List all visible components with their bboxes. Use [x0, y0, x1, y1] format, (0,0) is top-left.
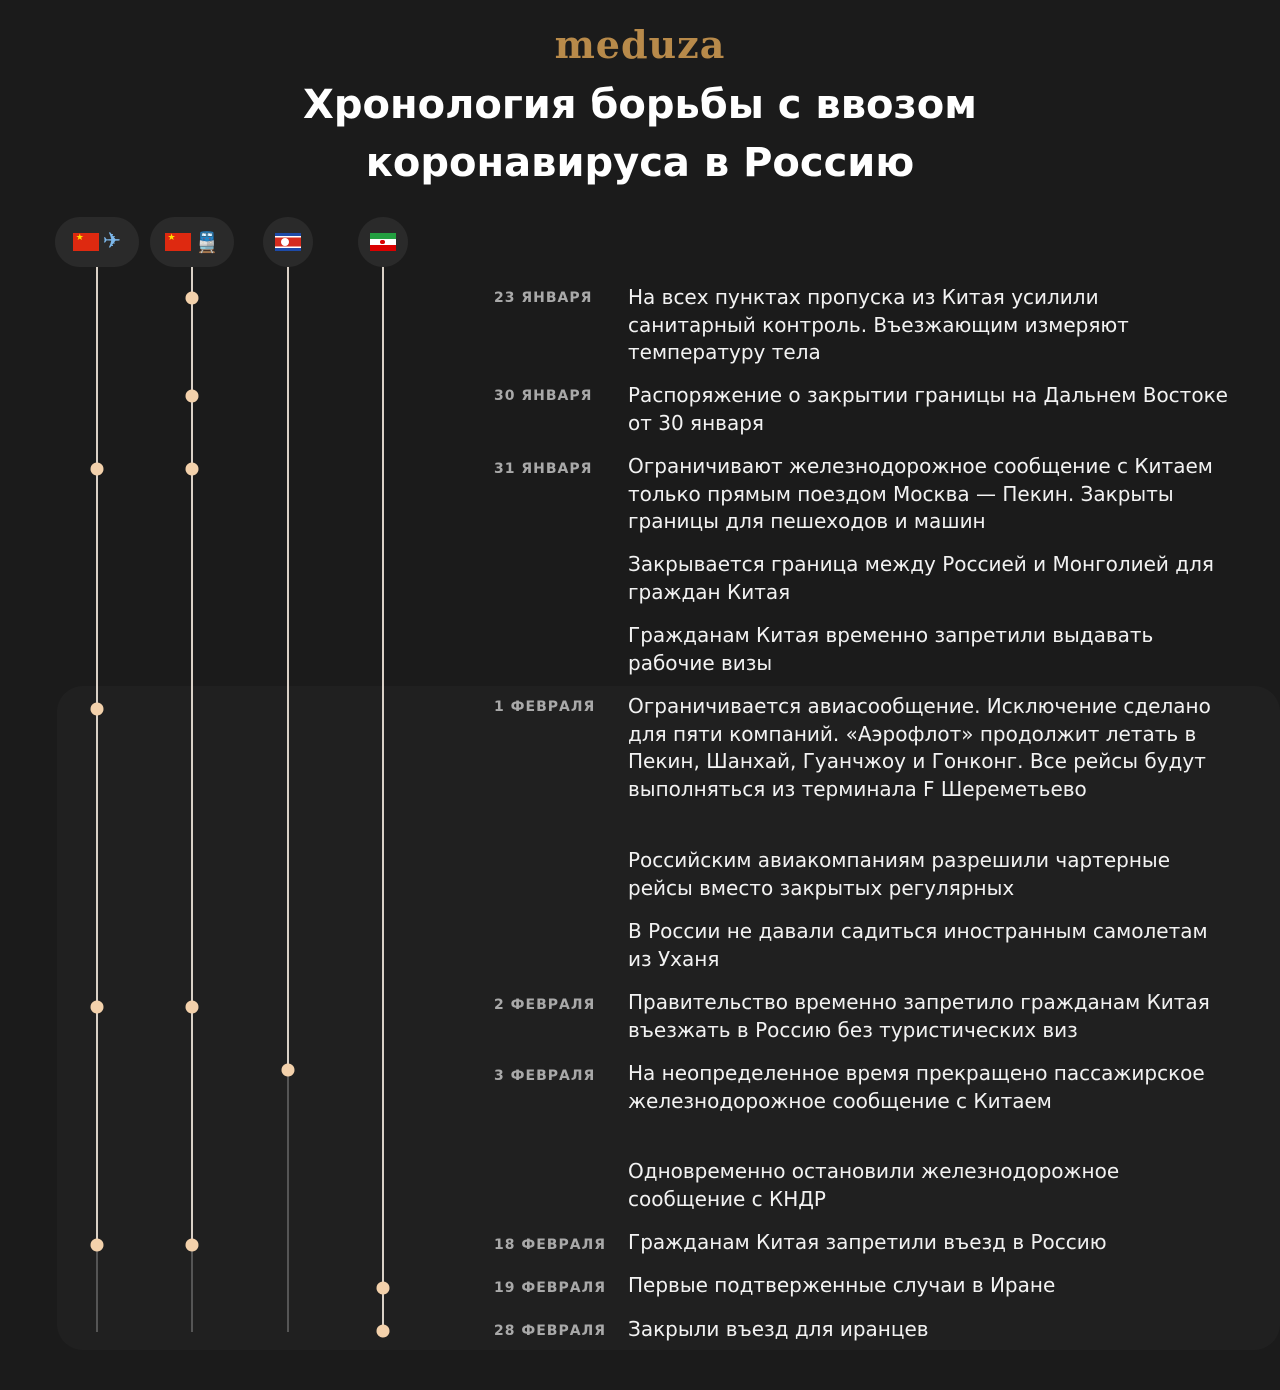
event-text: Ограничивают железнодорожное сообщение с… [628, 454, 1213, 533]
iran-flag-icon [370, 233, 396, 251]
event-text: Закрывается граница между Россией и Монг… [628, 552, 1214, 604]
china-flag-icon [72, 233, 99, 251]
lane-1-badge: ✈ [55, 217, 139, 267]
date-label: 3 ФЕВРАЛЯ [494, 1067, 602, 1085]
timeline-dot [376, 1324, 390, 1338]
north-korea-flag-icon [275, 233, 301, 251]
date-label: 1 ФЕВРАЛЯ [494, 698, 602, 716]
date-label: 19 ФЕВРАЛЯ [494, 1279, 612, 1297]
timeline-dot [90, 462, 104, 476]
meduza-logo: meduza [554, 22, 726, 67]
date-label: 30 ЯНВАРЯ [494, 387, 599, 405]
page-title: Хронология борьбы с ввозом коронавируса … [0, 76, 1280, 192]
train-icon: 🚆 [194, 230, 220, 254]
timeline-dot [185, 462, 199, 476]
china-flag-icon [164, 233, 191, 251]
event-text: Правительство временно запретило граждан… [628, 990, 1210, 1042]
timeline-dot [185, 389, 199, 403]
date-label: 28 ФЕВРАЛЯ [494, 1322, 612, 1340]
airplane-icon: ✈ [102, 229, 122, 254]
event-text: Одновременно остановили железнодорожное … [628, 1159, 1120, 1211]
timeline-dot [90, 702, 104, 716]
timeline-dot [185, 1000, 199, 1014]
event-text: Закрыли въезд для иранцев [628, 1317, 929, 1341]
lane-4-badge [358, 217, 408, 267]
lane-3-badge [263, 217, 313, 267]
title-line-1: Хронология борьбы с ввозом [303, 82, 977, 128]
event-text: Гражданам Китая временно запретили выдав… [628, 623, 1154, 675]
event-text: Первые подтверженные случаи в Иране [628, 1273, 1056, 1297]
event-text: Гражданам Китая запретили въезд в Россию [628, 1230, 1107, 1254]
event-text: На неопределенное время прекращено пасса… [628, 1061, 1205, 1113]
date-label: 18 ФЕВРАЛЯ [494, 1236, 612, 1254]
event-text: Российским авиакомпаниям разрешили чарте… [628, 848, 1171, 900]
timeline-dot [376, 1281, 390, 1295]
timeline-dot [185, 1238, 199, 1252]
february-panel [57, 686, 1280, 1350]
timeline-dot [185, 291, 199, 305]
event-text: Ограничивается авиасообщение. Исключение… [628, 694, 1211, 801]
event-text: Распоряжение о закрытии границы на Дальн… [628, 383, 1228, 435]
date-label: 31 ЯНВАРЯ [494, 460, 599, 478]
event-text: В России не давали садиться иностранным … [628, 919, 1208, 971]
timeline-dot [90, 1238, 104, 1252]
event-text: На всех пунктах пропуска из Китая усилил… [628, 285, 1129, 364]
date-label: 2 ФЕВРАЛЯ [494, 996, 602, 1014]
timeline-dot [281, 1063, 295, 1077]
title-line-2: коронавируса в Россию [365, 140, 915, 186]
date-label: 23 ЯНВАРЯ [494, 289, 599, 307]
timeline-dot [90, 1000, 104, 1014]
lane-2-badge: 🚆 [150, 217, 234, 267]
